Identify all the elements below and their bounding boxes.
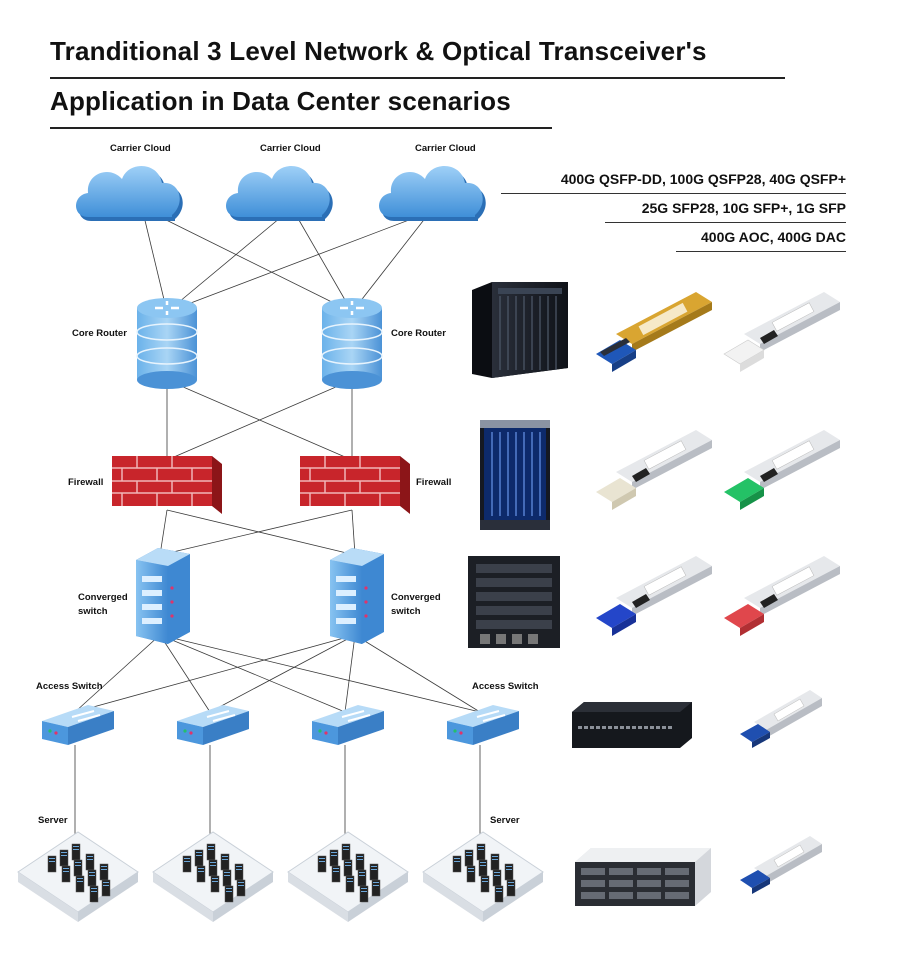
label-carrier-cloud: Carrier Cloud bbox=[415, 143, 476, 154]
converged-switch-icon bbox=[330, 548, 384, 644]
modular-switch-icon bbox=[468, 556, 560, 648]
label-core-router: Core Router bbox=[391, 328, 446, 339]
label-server: Server bbox=[490, 815, 520, 826]
cloud-icon bbox=[379, 165, 486, 221]
sfp-module-icon bbox=[740, 836, 822, 894]
firewall-icon bbox=[300, 456, 410, 514]
spec-underline-3 bbox=[676, 251, 846, 252]
sfp-module-icon bbox=[740, 690, 822, 748]
spec-underline-1 bbox=[501, 193, 846, 194]
core-router-icon bbox=[136, 298, 198, 389]
server-room-icon bbox=[17, 831, 139, 922]
core-router-icon bbox=[321, 298, 383, 389]
label-core-router: Core Router bbox=[72, 328, 127, 339]
storage-server-icon bbox=[575, 848, 711, 906]
aggregation-chassis-icon bbox=[480, 420, 550, 530]
label-access-switch: Access Switch bbox=[36, 681, 103, 692]
converged-switch-icon bbox=[136, 548, 190, 644]
server-room-icon bbox=[152, 831, 274, 922]
qsfp-module-blue-icon bbox=[596, 556, 712, 636]
cloud-icon bbox=[76, 165, 183, 221]
label-converged-switch: Converged switch bbox=[391, 591, 441, 620]
label-carrier-cloud: Carrier Cloud bbox=[110, 143, 171, 154]
server-room-icon bbox=[287, 831, 409, 922]
qsfp-module-green-icon bbox=[724, 430, 840, 510]
tor-switch-icon bbox=[572, 702, 692, 748]
access-switch-icon bbox=[177, 705, 249, 745]
connection-lines bbox=[74, 207, 481, 840]
title-underline-1 bbox=[50, 77, 785, 79]
core-chassis-icon bbox=[472, 282, 568, 378]
title-line-2: Application in Data Center scenarios bbox=[50, 86, 511, 116]
firewall-icon bbox=[112, 456, 222, 514]
cloud-icon bbox=[226, 165, 333, 221]
spec-line-2: 25G SFP28, 10G SFP+, 1G SFP bbox=[641, 200, 846, 216]
access-switch-icon bbox=[42, 705, 114, 745]
label-switch: switch bbox=[391, 606, 421, 618]
label-converged: Converged bbox=[391, 592, 441, 603]
label-switch: switch bbox=[78, 606, 108, 618]
access-switch-icon bbox=[447, 705, 519, 745]
access-switch-icon bbox=[312, 705, 384, 745]
qsfp-dd-module-icon bbox=[596, 292, 712, 372]
label-firewall: Firewall bbox=[68, 477, 104, 488]
label-access-switch: Access Switch bbox=[472, 681, 539, 692]
label-converged: Converged bbox=[78, 592, 128, 603]
title-underline-2 bbox=[50, 127, 552, 129]
label-firewall: Firewall bbox=[416, 477, 452, 488]
label-carrier-cloud: Carrier Cloud bbox=[260, 143, 321, 154]
label-converged-switch: Converged switch bbox=[78, 591, 128, 620]
qsfp-module-red-icon bbox=[724, 556, 840, 636]
title-line-1: Tranditional 3 Level Network & Optical T… bbox=[50, 36, 707, 66]
spec-underline-2 bbox=[605, 222, 846, 223]
label-server: Server bbox=[38, 815, 68, 826]
qsfp28-module-icon bbox=[723, 292, 840, 372]
server-room-icon bbox=[422, 831, 544, 922]
qsfp-module-beige-icon bbox=[596, 430, 712, 510]
spec-line-1: 400G QSFP-DD, 100G QSFP28, 40G QSFP+ bbox=[560, 171, 846, 187]
spec-line-3: 400G AOC, 400G DAC bbox=[701, 229, 846, 245]
